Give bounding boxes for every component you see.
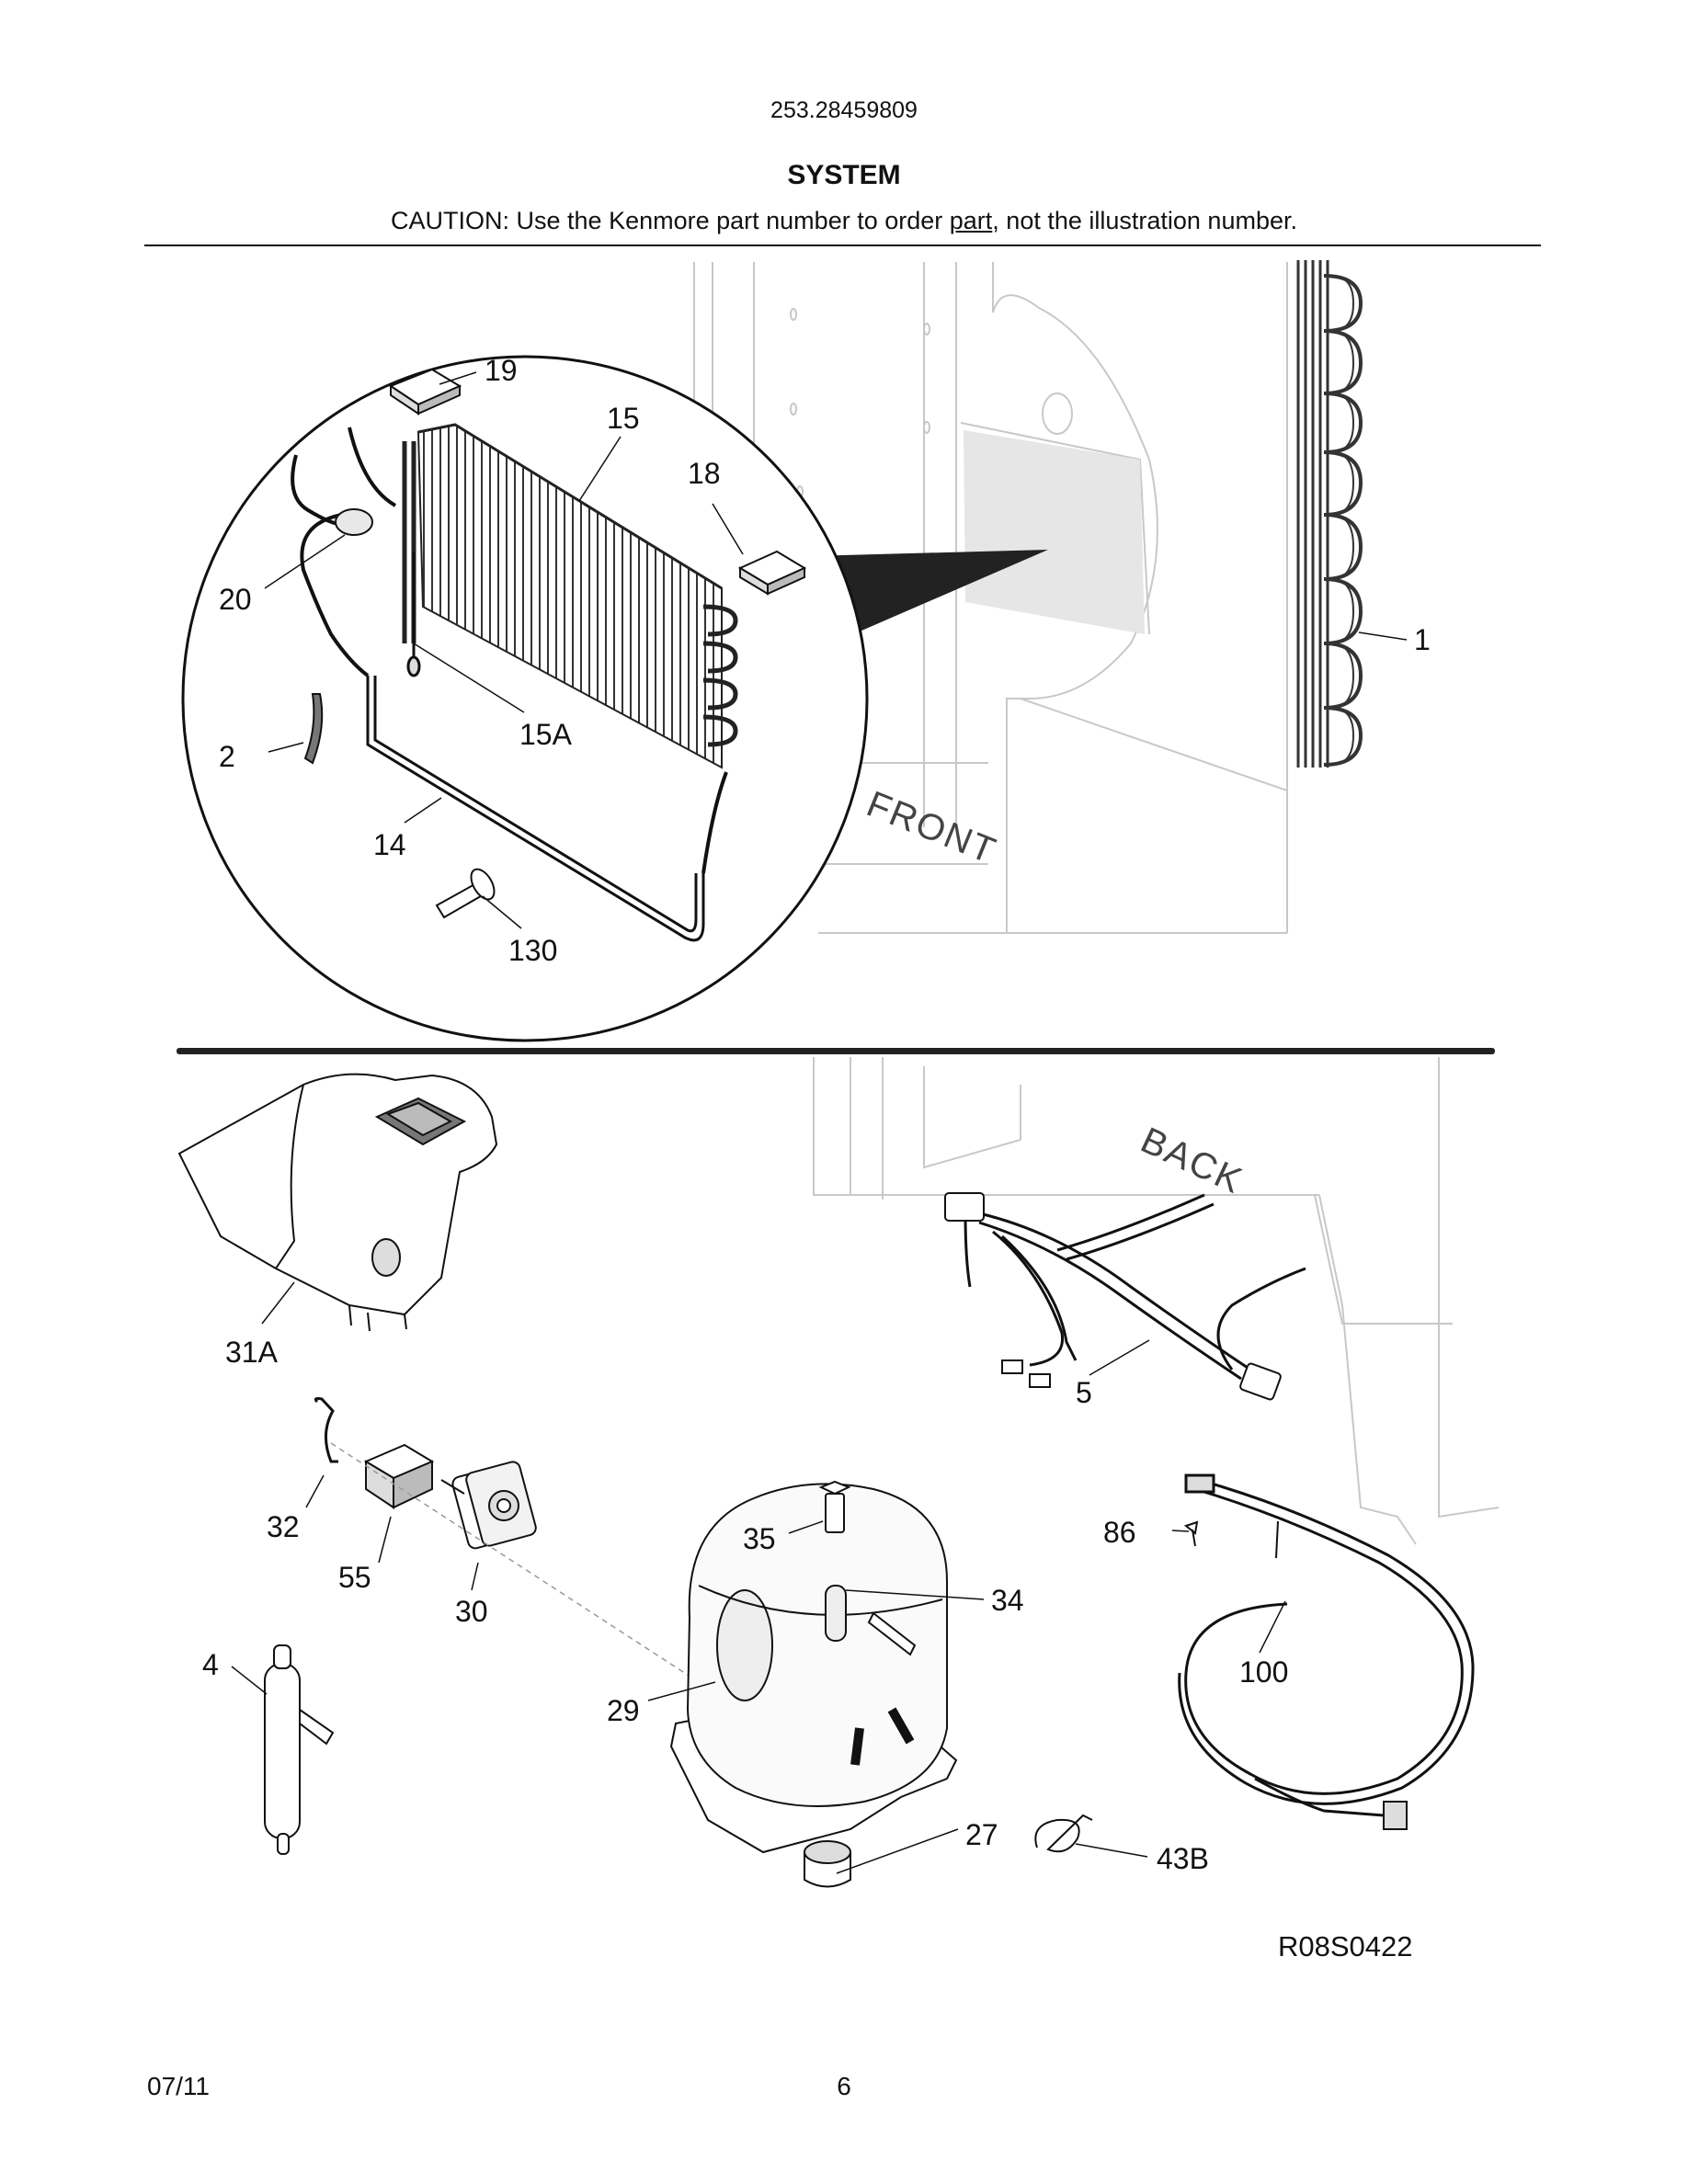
callout-43b: 43B	[1157, 1842, 1209, 1875]
callout-86: 86	[1103, 1516, 1136, 1549]
drain-plug-130	[435, 868, 496, 919]
thermostat-20	[335, 508, 373, 536]
callout-130: 130	[508, 934, 557, 967]
page-number: 6	[837, 2072, 851, 2100]
harness-connector-d	[1029, 1373, 1051, 1388]
callout-29: 29	[607, 1694, 640, 1727]
callout-30: 30	[455, 1595, 488, 1628]
condenser-coil	[1296, 260, 1363, 768]
caution-underlined-word: part	[949, 207, 993, 234]
defrost-heater-14	[366, 676, 728, 942]
callout-18: 18	[688, 457, 721, 490]
cabinet-outline-bottom	[813, 1057, 1500, 1545]
callout-32: 32	[267, 1510, 300, 1543]
clamp-43b	[1034, 1814, 1093, 1853]
defrost-harness	[291, 427, 397, 677]
callout-31a: 31A	[225, 1336, 279, 1369]
compressor-29	[669, 1483, 958, 1854]
overload-protector-55	[363, 1443, 435, 1509]
screw-86	[1183, 1520, 1199, 1547]
callout-15a: 15A	[519, 718, 573, 751]
power-cord-100	[1178, 1473, 1475, 1830]
zoom-pointer	[809, 550, 1048, 643]
callout-2: 2	[219, 740, 235, 773]
clip-32	[314, 1396, 338, 1463]
callout-34: 34	[991, 1584, 1024, 1617]
callout-35: 35	[743, 1522, 776, 1555]
header-rule	[144, 245, 1541, 246]
callout-27: 27	[965, 1818, 998, 1851]
relay-alignment-line	[330, 1442, 700, 1683]
filter-drier-4	[264, 1644, 335, 1855]
harness-connector-b	[1239, 1362, 1282, 1401]
caution-text-end: , not the illustration number.	[992, 207, 1297, 234]
section-title: SYSTEM	[787, 160, 901, 190]
callout-100: 100	[1239, 1655, 1288, 1689]
start-relay-30	[440, 1461, 537, 1550]
evaporator	[402, 423, 738, 769]
leader-lines-bottom	[231, 1281, 1286, 1874]
harness-connector-a	[944, 1192, 985, 1222]
callout-55: 55	[338, 1561, 371, 1594]
insulation-pad-18	[737, 550, 807, 596]
callout-20: 20	[219, 583, 252, 616]
evaporator-cavity-shade	[964, 430, 1145, 634]
control-housing-31a	[177, 1073, 498, 1332]
callout-15: 15	[607, 402, 640, 435]
figure-code: R08S0422	[1278, 1930, 1413, 1962]
callout-19: 19	[485, 354, 518, 387]
callout-labels-top: 19 15 18 20 15A 2 14 130 1	[219, 354, 1431, 967]
callout-5: 5	[1076, 1376, 1092, 1409]
model-number: 253.28459809	[770, 97, 918, 123]
callout-labels-bottom: 31A 5 32 55 30 86 35 34 4 29 100 27 43B	[202, 1336, 1288, 1875]
section-divider	[177, 1048, 1495, 1054]
main-wire-harness-5	[964, 1193, 1306, 1381]
insulation-pad-19	[388, 368, 462, 415]
callout-4: 4	[202, 1648, 219, 1681]
leader-lines-top	[264, 371, 1408, 929]
caution-note: CAUTION: Use the Kenmore part number to …	[0, 207, 1688, 235]
footer-date: 07/11	[147, 2072, 210, 2100]
front-stamp: FRONT	[861, 784, 1002, 872]
back-stamp: BACK	[1135, 1120, 1249, 1201]
callout-14: 14	[373, 828, 406, 861]
clip-2	[303, 693, 324, 765]
callout-1: 1	[1414, 623, 1431, 656]
grommet-27	[804, 1840, 851, 1888]
mounting-bolt-35	[818, 1480, 851, 1533]
caution-text-start: CAUTION: Use the Kenmore part number to …	[391, 207, 950, 234]
harness-connector-c	[1001, 1359, 1023, 1374]
